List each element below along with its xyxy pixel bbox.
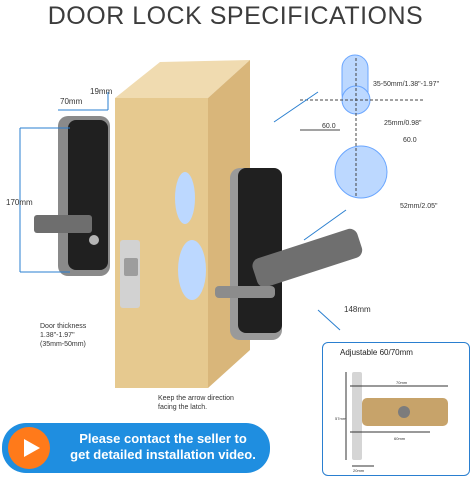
- inset-60-label: 60mm: [394, 436, 406, 441]
- width-70-label: 70mm: [60, 97, 83, 106]
- inset-20-label: 20mm: [353, 468, 365, 473]
- cta-line-2: get detailed installation video.: [70, 447, 256, 462]
- cta-line-1: Please contact the seller to: [79, 431, 247, 446]
- cta-text: Please contact the seller to get detaile…: [58, 431, 268, 463]
- latch-inset-title: Adjustable 60/70mm: [340, 348, 413, 357]
- handle-148-label: 148mm: [344, 305, 371, 314]
- center-60-label-a: 60.0: [322, 123, 336, 130]
- play-icon: [8, 427, 50, 469]
- center-60-label-b: 60.0: [403, 137, 417, 144]
- hole-52-label: 52mm/2.05": [400, 203, 438, 210]
- hole-25-label: 25mm/0.98": [384, 120, 422, 127]
- door-thickness-line1: Door thickness: [40, 323, 87, 330]
- door-cutouts: [175, 172, 206, 300]
- inset-57-label: 57mm: [335, 416, 347, 421]
- hole-diagram: [300, 54, 424, 199]
- width-19-label: 19mm: [90, 87, 113, 96]
- inset-70-label: 70mm: [396, 380, 408, 385]
- latch-plate: [120, 240, 140, 308]
- door-thickness-line3: (35mm-50mm): [40, 341, 86, 348]
- height-170-label: 170mm: [6, 198, 33, 207]
- arrow-note-line2: facing the latch.: [158, 404, 207, 411]
- front-lock-panel: [215, 168, 363, 340]
- door-thickness-line2: 1.38"-1.97": [40, 332, 75, 339]
- hole-35-50-label: 35-50mm/1.38"-1.97": [373, 81, 440, 88]
- page-title: DOOR LOCK SPECIFICATIONS: [47, 2, 424, 30]
- back-lock-panel: [34, 116, 110, 276]
- callout-lines: [19, 91, 347, 331]
- installation-video-callout[interactable]: Please contact the seller to get detaile…: [2, 423, 270, 473]
- arrow-note-line1: Keep the arrow direction: [158, 395, 234, 402]
